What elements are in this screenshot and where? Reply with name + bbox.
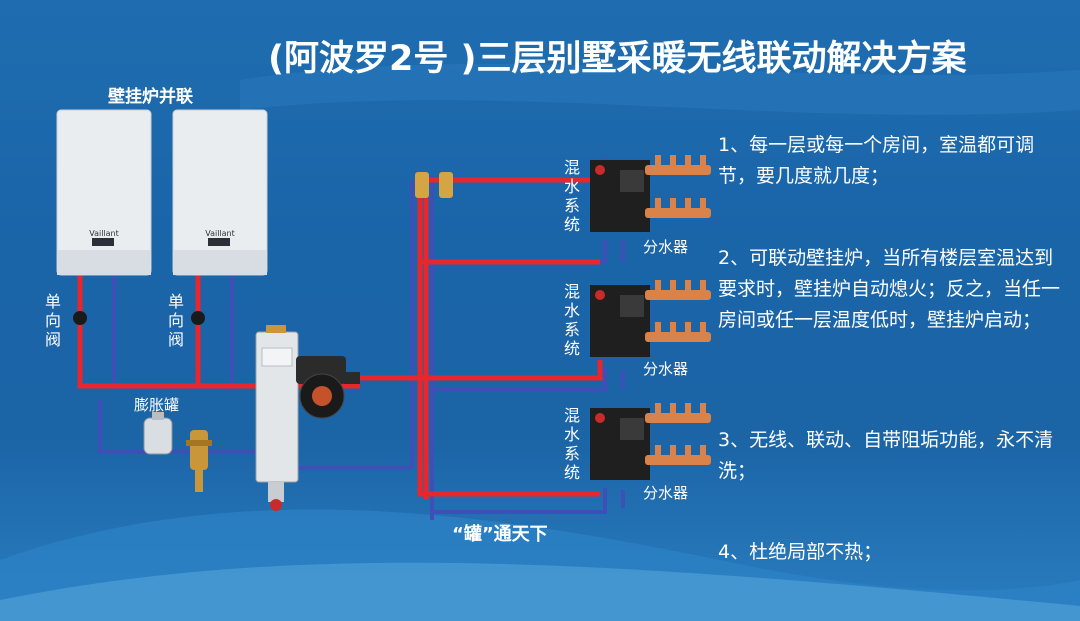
hydraulic-separator-icon — [255, 325, 299, 511]
check-valve-label: 单向阀 — [167, 292, 184, 349]
expansion-tank-label: 膨胀罐 — [134, 396, 180, 414]
return-pipe — [430, 488, 607, 514]
circulation-pump-icon — [296, 356, 360, 419]
feature-item: 4、杜绝局部不热； — [718, 541, 883, 563]
mixing-station-icon — [590, 408, 650, 480]
mixing-system-label: 混水系统 — [563, 282, 580, 358]
expansion-tank-icon — [143, 412, 173, 455]
mixing-system-label: 混水系统 — [563, 406, 580, 482]
mixing-station-icon — [590, 160, 650, 232]
background-wave — [0, 562, 1080, 621]
svg-text:Vaillant: Vaillant — [205, 229, 235, 238]
wall-boiler-icon: Vaillant — [172, 109, 268, 276]
mixing-system-label: 混水系统 — [563, 158, 580, 234]
feature-item: 3、无线、联动、自带阻垢功能，永不清洗； — [718, 429, 1054, 482]
feature-item: 2、可联动壁挂炉，当所有楼层室温达到要求时，壁挂炉自动熄火；反之，当任一房间或任… — [718, 247, 1061, 331]
boilers-parallel-label: 壁挂炉并联 — [108, 87, 193, 107]
manifold-icon — [645, 280, 711, 342]
supply-pipe — [420, 360, 603, 381]
mixing-station-icon — [590, 285, 650, 357]
supply-pipe — [417, 378, 600, 497]
svg-text:Vaillant: Vaillant — [89, 229, 119, 238]
manifold-label: 分水器 — [643, 238, 689, 256]
manifold-icon — [645, 155, 711, 218]
return-pipe — [430, 368, 607, 392]
manifold-label: 分水器 — [643, 484, 689, 502]
tank-slogan: “罐”通天下 — [452, 524, 548, 545]
air-vent-icon — [415, 172, 453, 198]
return-pipe — [294, 452, 412, 470]
feature-item: 1、每一层或每一个房间，室温都可调节，要几度就几度； — [718, 134, 1035, 187]
background-wave — [240, 63, 1080, 115]
supply-pipe — [360, 177, 600, 381]
check-valve-icon — [73, 311, 205, 325]
return-pipe — [430, 240, 607, 264]
manifold-icon — [645, 403, 711, 465]
check-valve-label: 单向阀 — [44, 292, 61, 349]
supply-pipes — [77, 177, 603, 500]
manifold-label: 分水器 — [643, 360, 689, 378]
dirt-separator-icon — [186, 430, 212, 492]
wall-boiler-icon: Vaillant — [56, 109, 152, 276]
page-title: (阿波罗2号 )三层别墅采暖无线联动解决方案 — [268, 39, 967, 79]
